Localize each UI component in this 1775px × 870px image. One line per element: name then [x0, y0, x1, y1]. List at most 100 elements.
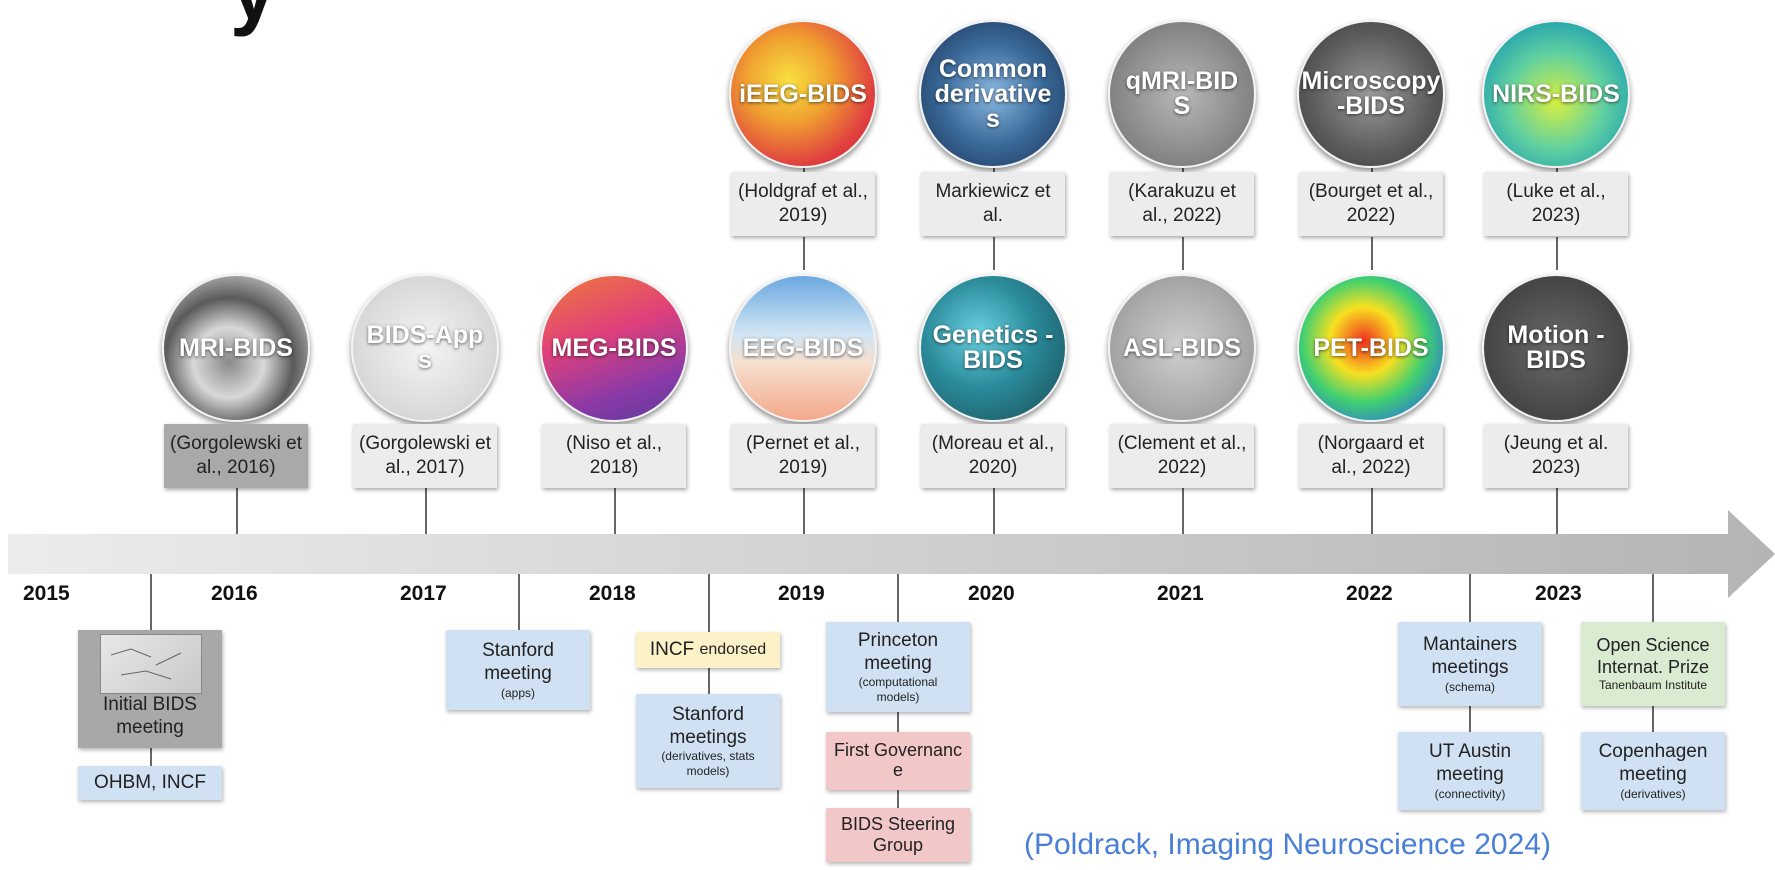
endorsed-label: endorsed	[699, 641, 767, 659]
connector-line	[803, 237, 805, 270]
qmri-bids-circle: qMRI-BID S	[1108, 20, 1256, 168]
ref-ieeg: (Holdgraf et al., 2019)	[731, 172, 875, 236]
whiteboard-photo	[100, 634, 202, 694]
connector-line	[518, 574, 520, 632]
year-label: 2023	[1535, 582, 1582, 605]
ref-apps: (Gorgolewski et al., 2017)	[353, 424, 497, 488]
connector-line	[897, 790, 899, 808]
meg-bids-circle: MEG-BIDS	[540, 274, 688, 422]
ut-austin-sub: (connectivity)	[1434, 786, 1506, 801]
copenhagen-sub: (derivatives)	[1620, 786, 1686, 801]
year-label: 2018	[589, 582, 636, 605]
connector-line	[1556, 488, 1558, 534]
ref-pet: (Norgaard et al., 2022)	[1299, 424, 1443, 488]
princeton-sub: (computational models)	[858, 675, 938, 704]
connector-line	[897, 712, 899, 732]
bids-apps-circle: BIDS-App s	[351, 274, 499, 422]
mri-bids-circle: MRI-BIDS	[162, 274, 310, 422]
meg-bids-label: MEG-BIDS	[551, 333, 677, 362]
ieeg-bids-circle: iEEG-BIDS	[729, 20, 877, 168]
stanford-meetings-title: Stanford meetings	[669, 703, 747, 748]
citation: (Poldrack, Imaging Neuroscience 2024)	[1024, 828, 1551, 861]
connector-line	[1652, 574, 1654, 622]
connector-line	[708, 668, 710, 694]
ref-common: Markiewicz et al.	[921, 172, 1065, 236]
open-science-title: Open Science Internat. Prize	[1596, 635, 1710, 677]
common-derivatives-label: Common derivative s	[934, 54, 1052, 133]
event-initial-bids-meeting: Initial BIDS meeting	[78, 630, 222, 748]
event-princeton-meeting: Princeton meeting (computational models)	[826, 622, 970, 712]
nirs-bids-label: NIRS-BIDS	[1492, 79, 1620, 108]
connector-line	[150, 574, 152, 632]
connector-line	[993, 488, 995, 534]
asl-bids-circle: ASL-BIDS	[1108, 274, 1256, 422]
connector-line	[993, 237, 995, 270]
initial-bids-text: Initial BIDS meeting	[103, 694, 197, 739]
connector-line	[708, 574, 710, 634]
stanford-meetings-sub: (derivatives, stats models)	[661, 749, 755, 778]
event-open-science-prize: Open Science Internat. Prize Tanenbaum I…	[1581, 622, 1725, 706]
event-steering-group: BIDS Steering Group	[826, 808, 970, 862]
ref-nirs: (Luke et al., 2023)	[1484, 172, 1628, 236]
ref-eeg: (Pernet et al., 2019)	[731, 424, 875, 488]
event-copenhagen-meeting: Copenhagen meeting (derivatives)	[1581, 732, 1725, 810]
connector-line	[1371, 488, 1373, 534]
connector-line	[614, 488, 616, 534]
asl-bids-label: ASL-BIDS	[1122, 333, 1242, 362]
ref-meg: (Niso et al., 2018)	[542, 424, 686, 488]
connector-line	[1469, 706, 1471, 732]
connector-line	[1469, 574, 1471, 622]
incf-label: INCF	[649, 638, 695, 660]
qmri-bids-label: qMRI-BID S	[1125, 67, 1239, 120]
nirs-bids-circle: NIRS-BIDS	[1482, 20, 1630, 168]
timeline-arrow	[8, 510, 1775, 598]
event-ut-austin-meeting: UT Austin meeting (connectivity)	[1398, 732, 1542, 810]
ref-motion: (Jeung et al. 2023)	[1484, 424, 1628, 488]
genetics-bids-label: Genetics -BIDS	[932, 321, 1054, 374]
princeton-title: Princeton meeting	[857, 629, 939, 674]
motion-bids-label: Motion -BIDS	[1507, 321, 1605, 374]
year-label: 2020	[968, 582, 1015, 605]
microscopy-bids-label: Microscopy -BIDS	[1301, 67, 1441, 120]
year-label: 2016	[211, 582, 258, 605]
whiteboard-sketch-icon	[110, 648, 182, 680]
year-label: 2015	[23, 582, 70, 605]
bids-apps-label: BIDS-App s	[366, 321, 484, 374]
eeg-bids-circle: EEG-BIDS	[729, 274, 877, 422]
mantainers-title: Mantainers meetings	[1423, 634, 1517, 678]
year-label: 2017	[400, 582, 447, 605]
ref-asl: (Clement et al., 2022)	[1110, 424, 1254, 488]
connector-line	[897, 574, 899, 622]
common-derivatives-circle: Common derivative s	[919, 20, 1067, 168]
mantainers-sub: (schema)	[1444, 679, 1495, 694]
pet-bids-circle: PET-BIDS	[1297, 274, 1445, 422]
event-ohbm-incf: OHBM, INCF	[78, 766, 222, 800]
connector-line	[150, 742, 152, 766]
event-incf-endorsed: INCF endorsed	[636, 632, 780, 668]
genetics-bids-circle: Genetics -BIDS	[919, 274, 1067, 422]
event-mantainers-meetings: Mantainers meetings (schema)	[1398, 622, 1542, 706]
connector-line	[1652, 706, 1654, 732]
connector-line	[803, 488, 805, 534]
mri-bids-label: MRI-BIDS	[179, 333, 293, 362]
year-label: 2022	[1346, 582, 1393, 605]
ieeg-bids-label: iEEG-BIDS	[739, 79, 867, 108]
ref-microscopy: (Bourget et al., 2022)	[1299, 172, 1443, 236]
year-label: 2021	[1157, 582, 1204, 605]
connector-line	[425, 488, 427, 534]
stanford-apps-sub: (apps)	[500, 685, 535, 700]
open-science-sub: Tanenbaum Institute	[1598, 678, 1708, 693]
event-first-governance: First Governanc e	[826, 732, 970, 790]
ref-genetics: (Moreau et al., 2020)	[921, 424, 1065, 488]
ref-mri: (Gorgolewski et al., 2016)	[164, 424, 308, 488]
eeg-bids-label: EEG-BIDS	[742, 333, 864, 362]
connector-line	[236, 488, 238, 534]
event-stanford-meetings: Stanford meetings (derivatives, stats mo…	[636, 694, 780, 788]
ref-qmri: (Karakuzu et al., 2022)	[1110, 172, 1254, 236]
event-stanford-meeting-apps: Stanford meeting (apps)	[446, 630, 590, 710]
motion-bids-circle: Motion -BIDS	[1482, 274, 1630, 422]
ut-austin-title: UT Austin meeting	[1428, 741, 1512, 785]
page-title-fragment: y	[230, 0, 277, 32]
connector-line	[1371, 237, 1373, 270]
copenhagen-title: Copenhagen meeting	[1598, 741, 1708, 785]
